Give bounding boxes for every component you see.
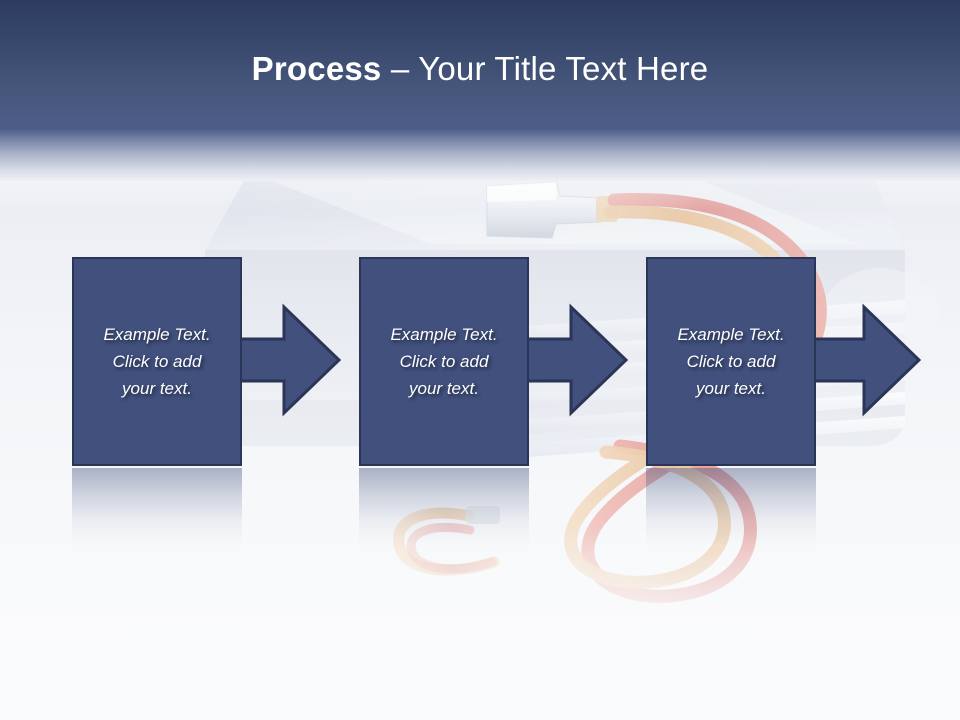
- page-title: Process – Your Title Text Here: [0, 48, 960, 90]
- page-title-rest: Your Title Text Here: [418, 50, 709, 87]
- process-box-3-text: Example Text. Click to add your text.: [677, 325, 785, 398]
- page-title-bold: Process: [251, 50, 382, 87]
- process-box-3[interactable]: Example Text. Click to add your text.: [646, 257, 816, 466]
- process-box-1-text: Example Text. Click to add your text.: [103, 325, 211, 398]
- process-box-2[interactable]: Example Text. Click to add your text.: [359, 257, 529, 466]
- process-box-2-text: Example Text. Click to add your text.: [390, 325, 498, 398]
- process-box-1-reflection: [72, 468, 242, 546]
- process-box-2-reflection: [359, 468, 529, 546]
- process-box-1[interactable]: Example Text. Click to add your text.: [72, 257, 242, 466]
- process-box-3-reflection: [646, 468, 816, 546]
- page-title-separator: –: [381, 50, 419, 87]
